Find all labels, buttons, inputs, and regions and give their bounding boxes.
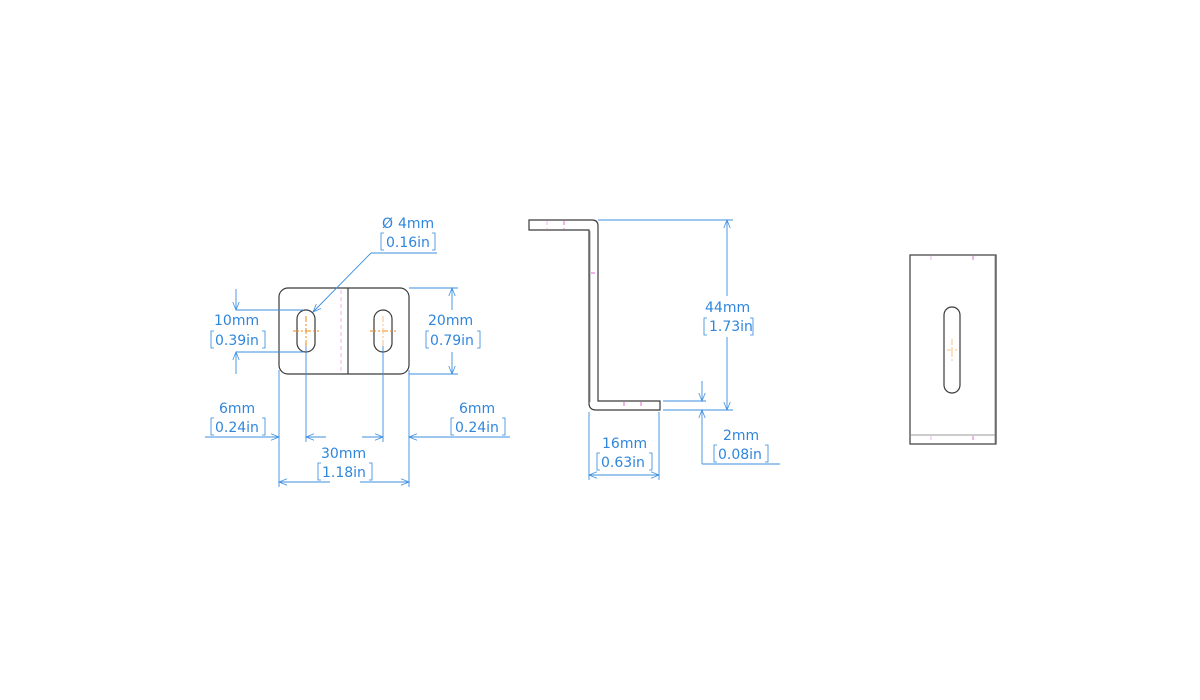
height-in: 0.79in: [430, 333, 474, 349]
dim-height: 20mm 0.79in: [409, 288, 481, 374]
hole-diameter-in: 0.16in: [386, 235, 430, 251]
hole-diameter-symbol: Ø: [382, 216, 393, 232]
front-view: [909, 254, 997, 445]
side-view-profile: [528, 219, 661, 411]
overall-height-mm: 44mm: [705, 300, 750, 316]
width-mm: 30mm: [321, 446, 366, 462]
overall-height-in: 1.73in: [709, 319, 753, 335]
dim-thickness: 2mm 0.08in: [663, 381, 780, 465]
dim-hole-diameter: Ø 4mm 0.16in: [313, 216, 437, 312]
flange-length-mm: 16mm: [602, 436, 647, 452]
dim-width: 30mm 1.18in: [279, 446, 409, 482]
thickness-mm: 2mm: [723, 428, 759, 444]
dim-flange-length: 16mm 0.63in: [589, 412, 659, 480]
right-offset-in: 0.24in: [455, 420, 499, 436]
slot-length-in: 0.39in: [215, 333, 259, 349]
front-view-outline: [909, 254, 997, 445]
slot-length-mm: 10mm: [214, 313, 259, 329]
left-offset-mm: 6mm: [219, 401, 255, 417]
dim-overall-height: 44mm 1.73in: [598, 220, 754, 410]
dim-slot-length: 10mm 0.39in: [210, 289, 304, 374]
width-in: 1.18in: [322, 465, 366, 481]
hole-diameter-mm: 4mm: [398, 216, 434, 232]
front-view-slot: [943, 306, 961, 394]
left-offset-in: 0.24in: [215, 420, 259, 436]
thickness-in: 0.08in: [718, 447, 762, 463]
height-mm: 20mm: [428, 313, 473, 329]
top-view-outline: [278, 287, 410, 375]
flange-length-in: 0.63in: [601, 455, 645, 471]
top-view: Ø 4mm 0.16in 10mm 0.39in 20mm 0.79in: [205, 216, 510, 487]
side-view: 44mm 1.73in 2mm 0.08in 16mm 0.63in: [528, 219, 780, 480]
dim-left-offset: 6mm 0.24in: [205, 401, 326, 437]
right-offset-mm: 6mm: [459, 401, 495, 417]
dim-right-offset: 6mm 0.24in: [362, 401, 510, 437]
